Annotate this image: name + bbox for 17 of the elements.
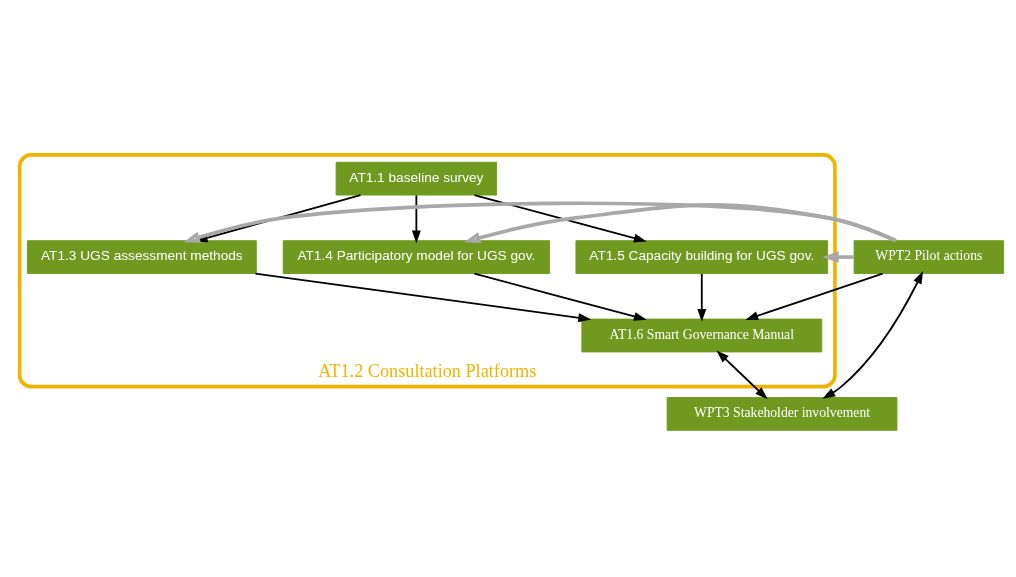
arrow	[463, 202, 897, 243]
arrow	[745, 272, 884, 320]
arrow	[473, 272, 647, 321]
node-box: AT1.3 UGS assessment methods	[26, 239, 257, 274]
node-box: WPT3 Stakeholder involvement	[666, 396, 898, 431]
arrow	[473, 193, 647, 242]
node-box: AT1.5 Capacity building for UGS gov.	[575, 239, 829, 274]
node-box: AT1.6 Smart Governance Manual	[581, 318, 823, 352]
node-box: AT1.4 Participatory model for UGS gov.	[282, 239, 550, 274]
arrow	[254, 272, 592, 322]
arrow	[822, 270, 924, 399]
arrow	[697, 272, 707, 322]
arrow	[411, 194, 421, 243]
node-box: WPT2 Pilot actions	[853, 239, 1005, 274]
arrow	[822, 250, 854, 263]
node-box: AT1.1 baseline survey	[335, 161, 498, 196]
arrow	[716, 349, 768, 399]
